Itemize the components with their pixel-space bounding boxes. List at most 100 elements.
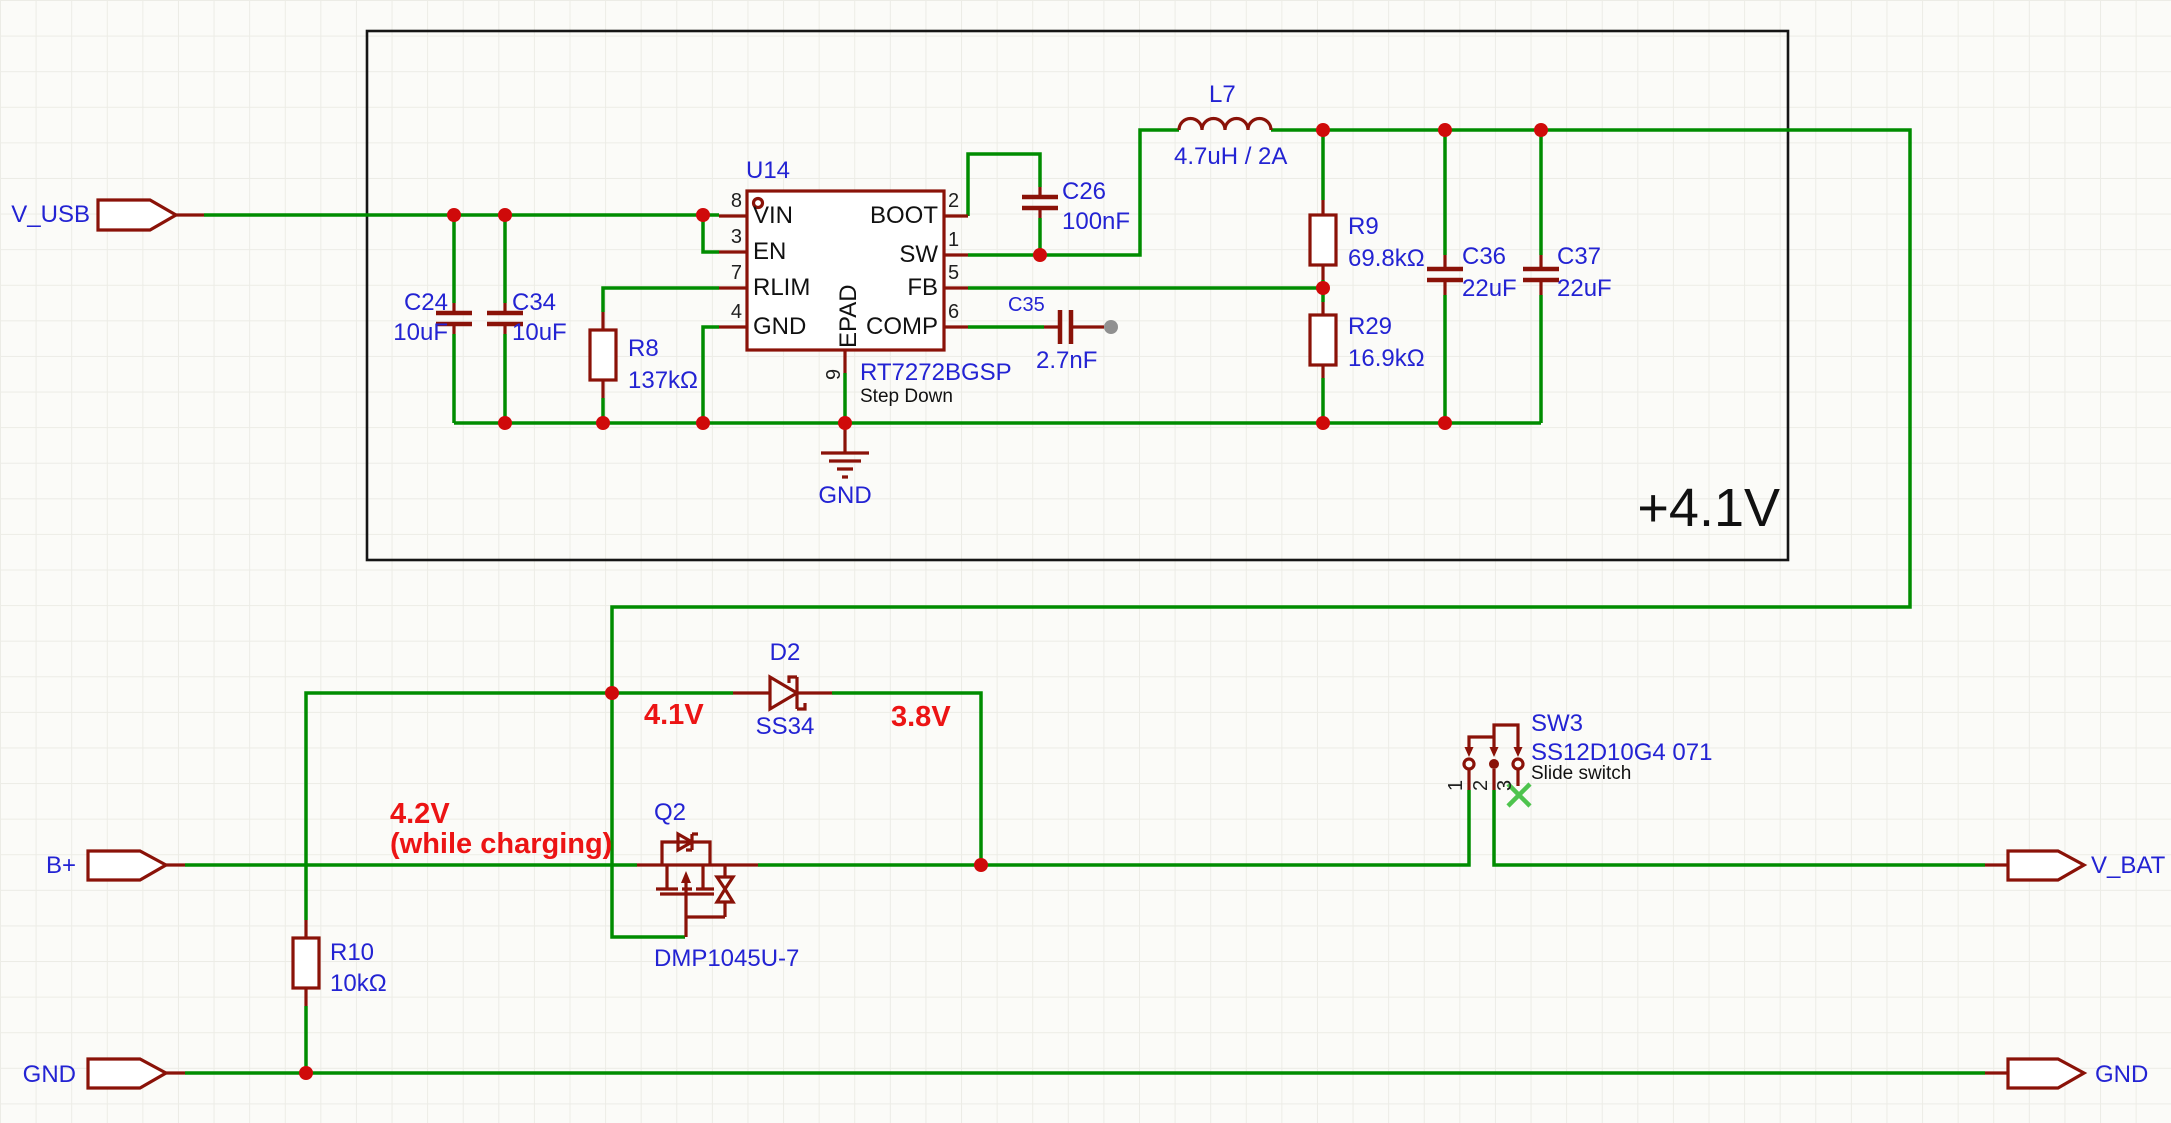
sw3-description[interactable]: Slide switch — [1531, 763, 1632, 784]
r29-ref[interactable]: R29 — [1348, 313, 1393, 340]
resistor-body[interactable] — [1308, 213, 1338, 267]
flag-shape — [2006, 849, 2088, 882]
resistor-body[interactable] — [1308, 313, 1338, 367]
r8-ref[interactable]: R8 — [628, 335, 659, 362]
c34-value[interactable]: 10uF — [512, 319, 567, 346]
annotation-diode-anode[interactable]: 4.1V — [644, 699, 704, 731]
capacitor-c26-symbol[interactable] — [1022, 187, 1058, 218]
resistor-r29-symbol[interactable] — [1308, 302, 1338, 378]
capacitor-c36-symbol[interactable] — [1427, 255, 1463, 295]
annotation-battery-line2[interactable]: (while charging) — [390, 828, 613, 860]
net-flag-vbat[interactable] — [1985, 849, 2088, 882]
wires[interactable] — [185, 128, 1985, 1075]
c36-ref[interactable]: C36 — [1462, 243, 1507, 270]
resistor-r9-symbol[interactable] — [1308, 200, 1338, 280]
pin-decoration-circle — [751, 196, 765, 210]
r29-value[interactable]: 16.9kΩ — [1348, 345, 1425, 372]
c26-ref[interactable]: C26 — [1062, 178, 1107, 205]
net-label-bplus[interactable]: B+ — [45, 852, 76, 879]
r10-ref[interactable]: R10 — [330, 939, 375, 966]
q2-ref[interactable]: Q2 — [654, 799, 687, 826]
wire-bplus[interactable] — [185, 790, 1985, 867]
pin-number-2: 2 — [948, 190, 960, 212]
d2-ref[interactable]: D2 — [769, 639, 801, 666]
u14-ref[interactable]: U14 — [746, 157, 791, 184]
flag-shape — [96, 198, 180, 232]
q2-value[interactable]: DMP1045U-7 — [654, 945, 800, 972]
c24-ref[interactable]: C24 — [403, 289, 448, 316]
wire-d2-row[interactable] — [612, 691, 983, 865]
c35-ref[interactable]: C35 — [1008, 294, 1045, 316]
c37-value[interactable]: 22uF — [1557, 275, 1612, 302]
wire-en-branch[interactable] — [701, 215, 719, 254]
r10-value[interactable]: 10kΩ — [330, 970, 387, 997]
r9-value[interactable]: 69.8kΩ — [1348, 245, 1425, 272]
wire-q2-gate-link[interactable] — [610, 693, 685, 939]
resistor-body[interactable] — [588, 328, 618, 382]
capacitor-c34-symbol[interactable] — [487, 303, 523, 334]
r9-ref[interactable]: R9 — [1348, 213, 1379, 240]
sw3-pin-number-2: 2 — [1470, 779, 1492, 791]
mosfet-q2-symbol[interactable] — [637, 831, 758, 937]
pin-number-5: 5 — [948, 262, 960, 284]
capacitor-c35-symbol[interactable] — [1044, 310, 1118, 344]
resistor-r10-symbol[interactable] — [291, 920, 321, 1006]
net-flag-gnd-right[interactable] — [1985, 1057, 2088, 1090]
net-label-gnd-right[interactable]: GND — [2095, 1061, 2149, 1088]
sw3-ref[interactable]: SW3 — [1531, 710, 1584, 737]
regulator-u14-symbol[interactable] — [719, 189, 968, 373]
net-flag-bplus[interactable] — [86, 849, 185, 882]
ic-pin-stubs — [719, 214, 968, 373]
diode-d2-symbol[interactable] — [733, 674, 832, 712]
net-label-vbat[interactable]: V_BAT — [2091, 852, 2166, 879]
pin-number-4: 4 — [730, 301, 742, 323]
wire-sw[interactable] — [968, 128, 1179, 257]
resistor-r8-symbol[interactable] — [588, 312, 618, 398]
pin-name-comp: COMP — [866, 313, 938, 340]
net-flag-gnd-left[interactable] — [86, 1057, 185, 1090]
r8-value[interactable]: 137kΩ — [628, 367, 698, 394]
q2-gate-stem — [684, 894, 725, 937]
net-label-vusb[interactable]: V_USB — [11, 201, 90, 228]
net-flag-vusb[interactable] — [96, 198, 204, 232]
sw3-value[interactable]: SS12D10G4 071 — [1531, 739, 1713, 766]
c24-value[interactable]: 10uF — [393, 319, 448, 346]
ic-body[interactable] — [745, 189, 946, 352]
switch-sw3-symbol[interactable] — [1462, 723, 1532, 808]
annotation-battery-line1[interactable]: 4.2V — [390, 798, 450, 830]
wire-gnd-pin[interactable] — [701, 325, 719, 423]
l7-value[interactable]: 4.7uH / 2A — [1174, 143, 1288, 170]
no-connect-x-icon — [1506, 782, 1532, 808]
gnd-symbol-label: GND — [818, 482, 872, 509]
u14-description[interactable]: Step Down — [860, 386, 953, 407]
gnd-symbol[interactable] — [821, 423, 869, 479]
sw3-pin2-contact — [1489, 759, 1499, 769]
cap-plates — [1427, 266, 1463, 283]
wire-boot[interactable] — [966, 152, 1042, 216]
output-voltage-label: +4.1V — [1637, 478, 1780, 538]
q2-gate-zener — [714, 865, 736, 917]
d2-value[interactable]: SS34 — [755, 713, 815, 740]
wire-left-link-r10[interactable] — [304, 691, 612, 1073]
pin-number-1: 1 — [948, 229, 960, 251]
c26-value[interactable]: 100nF — [1062, 208, 1131, 235]
pin-name-en: EN — [753, 238, 787, 265]
capacitor-c24-symbol[interactable] — [436, 303, 472, 334]
net-label-gnd-left[interactable]: GND — [22, 1061, 76, 1088]
wire-output-top[interactable] — [610, 128, 1912, 693]
c34-ref[interactable]: C34 — [512, 289, 557, 316]
c37-ref[interactable]: C37 — [1557, 243, 1602, 270]
sw3-arrowhead-3 — [1513, 747, 1523, 757]
annotation-diode-cathode[interactable]: 3.8V — [891, 701, 951, 733]
c36-value[interactable]: 22uF — [1462, 275, 1517, 302]
u14-part[interactable]: RT7272BGSP — [860, 359, 1012, 386]
resistor-body[interactable] — [291, 936, 321, 990]
inductor-l7-symbol[interactable] — [1177, 116, 1273, 131]
c35-value[interactable]: 2.7nF — [1036, 347, 1098, 374]
capacitor-c37-symbol[interactable] — [1523, 255, 1559, 295]
l7-ref[interactable]: L7 — [1209, 81, 1236, 108]
regulator-section-box[interactable] — [365, 29, 1790, 562]
pin-name-boot: BOOT — [869, 202, 938, 229]
pin-name-gnd: GND — [753, 313, 807, 340]
